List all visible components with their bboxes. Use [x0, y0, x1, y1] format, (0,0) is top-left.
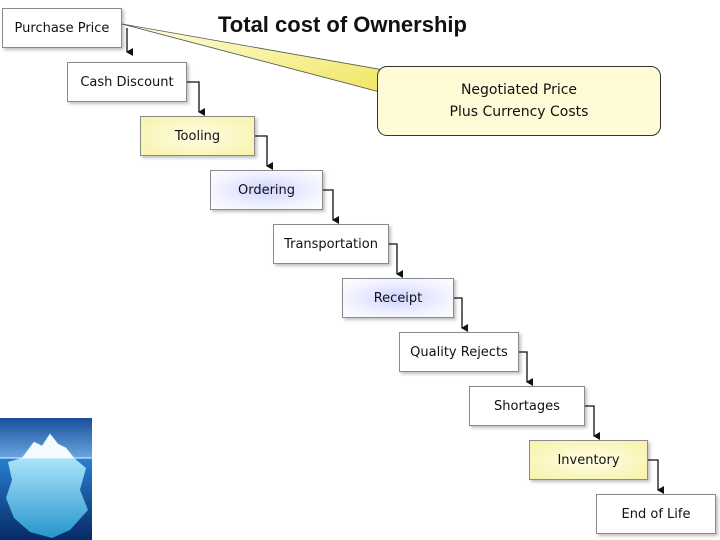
- step-inventory: Inventory: [529, 440, 648, 480]
- step-cash-discount: Cash Discount: [67, 62, 187, 102]
- callout-line-2: Plus Currency Costs: [449, 104, 589, 120]
- connector-9: [648, 459, 664, 494]
- step-purchase-price: Purchase Price: [2, 8, 122, 48]
- diagram-title: Total cost of Ownership: [218, 12, 467, 37]
- connector-3: [255, 135, 273, 170]
- step-tooling: Tooling: [140, 116, 255, 156]
- connector-7: [519, 351, 533, 386]
- step-shortages: Shortages: [469, 386, 585, 426]
- connector-6: [454, 297, 468, 332]
- iceberg-image: [0, 418, 92, 540]
- connector-4: [323, 189, 339, 224]
- step-quality-rejects: Quality Rejects: [399, 332, 519, 372]
- callout-line-1: Negotiated Price: [460, 82, 578, 98]
- step-receipt: Receipt: [342, 278, 454, 318]
- connector-5: [389, 243, 403, 278]
- step-transportation: Transportation: [273, 224, 389, 264]
- step-end-of-life: End of Life: [596, 494, 716, 534]
- step-ordering: Ordering: [210, 170, 323, 210]
- connector-2: [187, 81, 205, 116]
- callout-box: Negotiated Price Plus Currency Costs: [377, 66, 661, 136]
- connector-8: [585, 405, 600, 440]
